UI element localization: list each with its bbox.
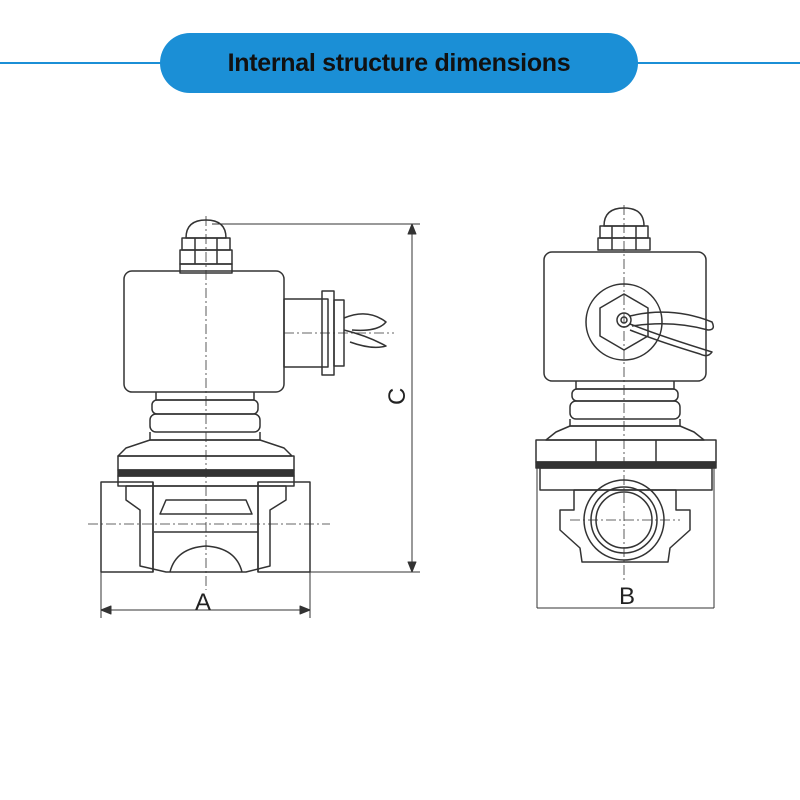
side-cover [535,439,717,463]
side-center-lines [570,205,680,580]
front-center-lines [88,216,394,590]
dimension-a [100,572,311,618]
side-coil-body [543,251,707,382]
front-view [88,216,394,590]
front-valve-body [100,481,311,573]
dimension-a-label: A [195,589,211,616]
side-connector [585,283,715,361]
side-neck [545,381,705,441]
side-gasket [535,461,717,469]
front-cover [117,439,293,457]
dimension-b [536,468,715,609]
dimension-c [212,223,420,573]
header-rule-left [0,62,170,64]
front-coil-body [123,270,285,393]
dimension-b-label: B [619,583,635,610]
title-banner: Internal structure dimensions [160,33,638,93]
side-valve-body [559,479,691,563]
front-neck [149,392,261,441]
dimension-c-label: C [384,388,411,405]
header-rule-right [630,62,800,64]
side-view [535,205,717,580]
page-title: Internal structure dimensions [227,48,571,77]
